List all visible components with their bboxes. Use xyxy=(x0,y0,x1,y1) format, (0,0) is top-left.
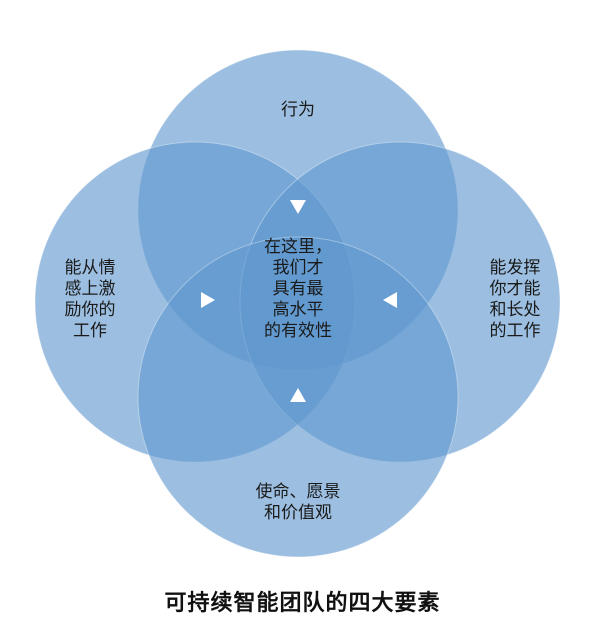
label-bottom-mission-values: 使命、愿景 和价值观 xyxy=(255,482,341,523)
arrow-right-icon xyxy=(201,292,215,308)
arrow-down-icon xyxy=(290,200,306,214)
label-right-strengths-work: 能发挥 你才能 和长处 的工作 xyxy=(489,258,541,341)
label-center-effectiveness: 在这里， 我们才 具有最 高水平 的有效性 xyxy=(264,237,332,341)
arrow-up-icon xyxy=(290,388,306,402)
arrow-left-icon xyxy=(383,292,397,308)
label-top-behavior: 行为 xyxy=(281,100,315,120)
diagram-caption: 可持续智能团队的四大要素 xyxy=(164,591,441,616)
label-left-emotional-work: 能从情 感上激 励你的 工作 xyxy=(64,258,116,341)
